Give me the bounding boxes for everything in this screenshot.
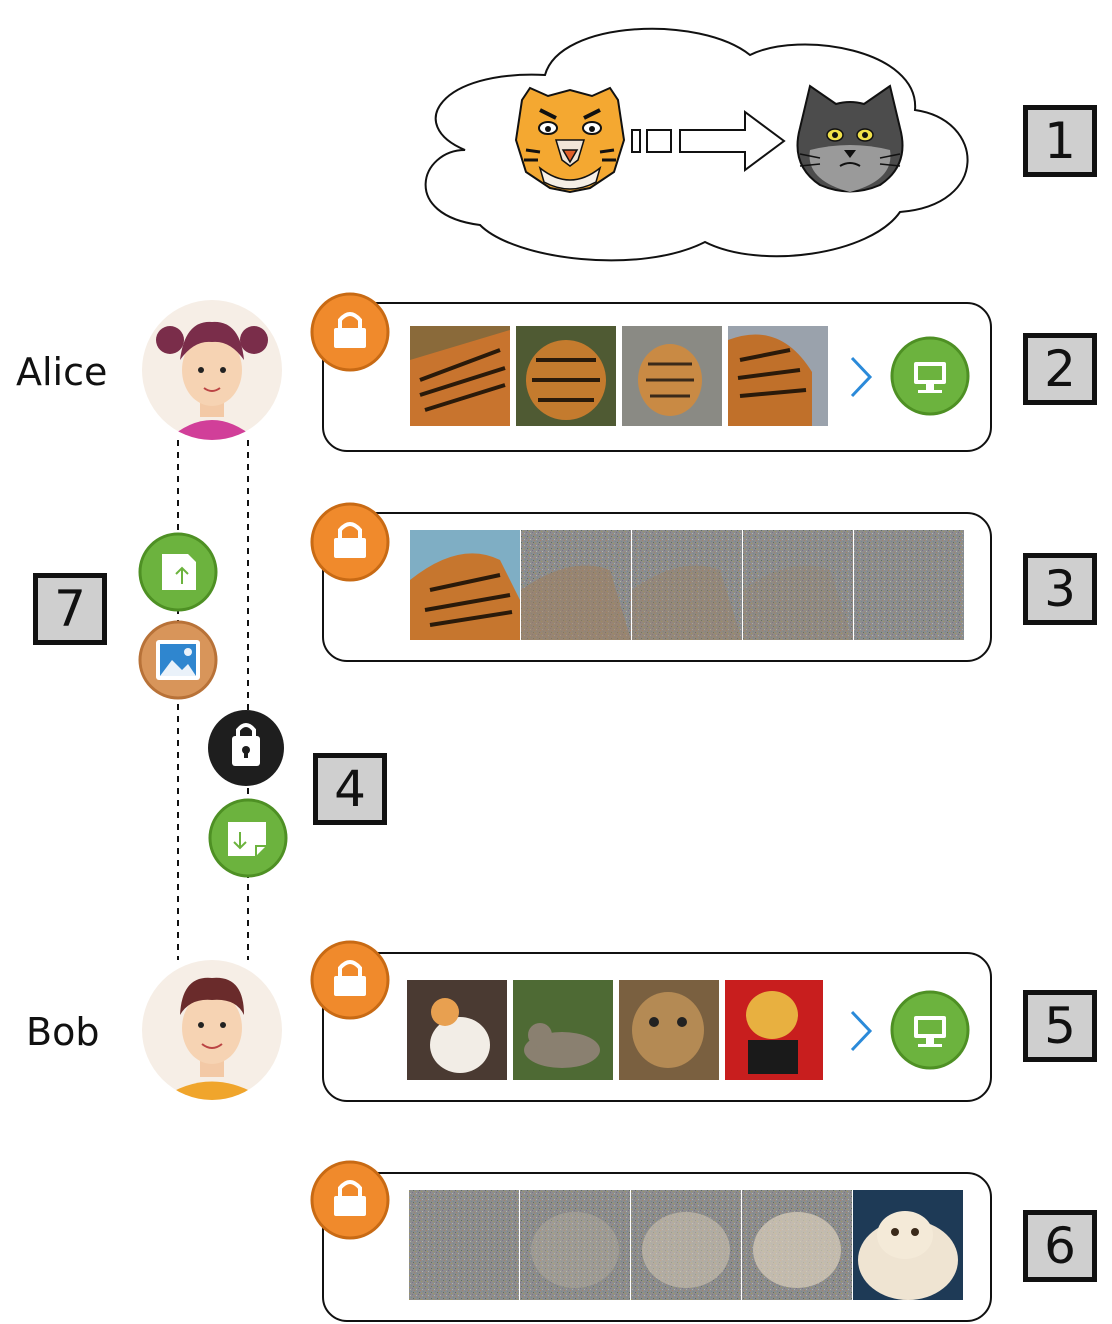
step-5-label: 5 <box>1023 990 1097 1062</box>
padlock-icon <box>208 710 284 786</box>
tiger-photo-tile <box>622 326 722 426</box>
tiger-icon <box>514 86 626 194</box>
connector-lines <box>177 440 249 960</box>
noisy-tile <box>854 530 964 640</box>
bob-name: Bob <box>26 1010 100 1054</box>
chevron-right-icon <box>850 356 873 398</box>
step-7-label: 7 <box>33 573 107 645</box>
clean-cat-tile <box>853 1190 963 1300</box>
noisy-tile <box>743 530 853 640</box>
noisy-tile <box>521 530 631 640</box>
cat-photo-tile <box>407 980 507 1080</box>
cat-photo-tile <box>619 980 719 1080</box>
bob-avatar <box>142 960 282 1100</box>
cat-photo-tile <box>725 980 823 1080</box>
panel-step-6 <box>322 1172 992 1322</box>
chevron-right-icon <box>850 1010 873 1052</box>
image-icon <box>138 620 218 700</box>
alice-name: Alice <box>16 350 108 394</box>
transform-arrow <box>631 110 786 172</box>
file-download-icon <box>208 798 288 878</box>
step-2-label: 2 <box>1023 333 1097 405</box>
lock-icon <box>310 502 390 582</box>
panel-step-2 <box>322 302 992 452</box>
tiger-photo-tile <box>410 326 510 426</box>
noisy-tile <box>742 1190 852 1300</box>
tiger-photo-tile <box>728 326 828 426</box>
monitor-icon <box>890 336 970 416</box>
clean-tiger-tile <box>410 530 520 640</box>
tiger-photo-tile <box>516 326 616 426</box>
noisy-tile <box>520 1190 630 1300</box>
cat-icon <box>796 84 904 193</box>
cat-photo-tile <box>513 980 613 1080</box>
step-6-label: 6 <box>1023 1210 1097 1282</box>
alice-avatar <box>142 300 282 440</box>
noisy-tile <box>409 1190 519 1300</box>
lock-icon <box>310 940 390 1020</box>
step-4-label: 4 <box>313 753 387 825</box>
lock-icon <box>310 292 390 372</box>
noisy-tile <box>632 530 742 640</box>
panel-step-3 <box>322 512 992 662</box>
monitor-icon <box>890 990 970 1070</box>
step-1-label: 1 <box>1023 105 1097 177</box>
lock-icon <box>310 1160 390 1240</box>
noisy-tile <box>631 1190 741 1300</box>
file-upload-icon <box>138 532 218 612</box>
step-3-label: 3 <box>1023 553 1097 625</box>
panel-step-5 <box>322 952 992 1102</box>
